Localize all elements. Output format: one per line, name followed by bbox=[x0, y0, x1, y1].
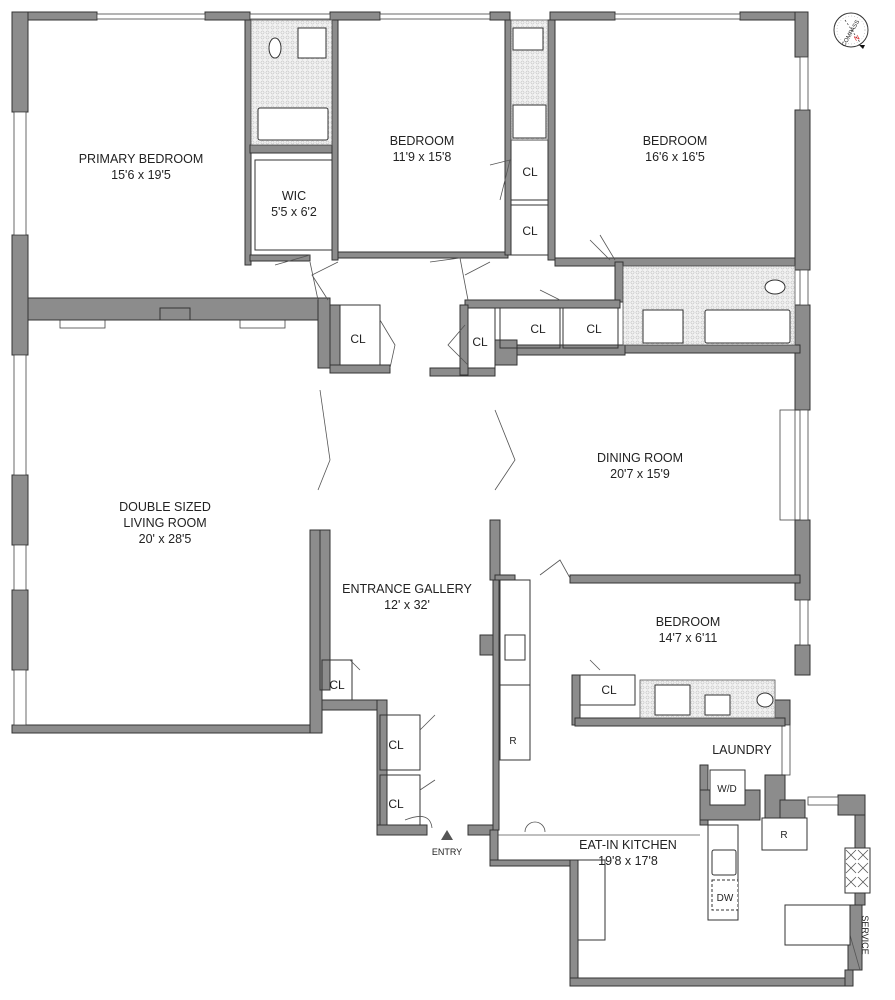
door-swings bbox=[274, 159, 861, 971]
room-kitchen-dims: 19'8 x 17'8 bbox=[598, 854, 658, 868]
compass-north-label: N bbox=[853, 34, 861, 43]
closet-label: CL bbox=[522, 165, 538, 179]
closet-label: CL bbox=[522, 224, 538, 238]
room-laundry-name: LAUNDRY bbox=[712, 743, 772, 757]
room-entrance-gallery-name: ENTRANCE GALLERY bbox=[342, 582, 472, 596]
service-label: SERVICE bbox=[860, 915, 870, 954]
exterior-walls bbox=[11, 11, 866, 987]
closet-label: CL bbox=[388, 797, 404, 811]
room-wic-name: WIC bbox=[282, 189, 306, 203]
room-bedroom-4-dims: 14'7 x 6'11 bbox=[659, 631, 718, 645]
closet-label: CL bbox=[350, 332, 366, 346]
room-primary-bedroom-dims: 15'6 x 19'5 bbox=[111, 168, 171, 182]
refrigerator-label: R bbox=[780, 830, 787, 841]
fixture-labels: CL CL CL CL CL CL CL CL CL CL R R W/D DW… bbox=[329, 165, 870, 955]
room-living-room-name-2: LIVING ROOM bbox=[123, 516, 206, 530]
room-living-room-name-1: DOUBLE SIZED bbox=[119, 500, 211, 514]
room-bedroom-3-name: BEDROOM bbox=[643, 134, 708, 148]
room-bedroom-2-dims: 11'9 x 15'8 bbox=[393, 150, 452, 164]
closet-label: CL bbox=[472, 335, 488, 349]
windows bbox=[13, 13, 839, 806]
room-bedroom-3-dims: 16'6 x 16'5 bbox=[645, 150, 705, 164]
compass-icon: COMPASS N bbox=[833, 12, 869, 49]
room-kitchen-name: EAT-IN KITCHEN bbox=[579, 838, 677, 852]
entry-arrow-icon bbox=[441, 830, 453, 840]
room-entrance-gallery-dims: 12' x 32' bbox=[384, 598, 430, 612]
closet-label: CL bbox=[601, 683, 617, 697]
room-bedroom-4-name: BEDROOM bbox=[656, 615, 721, 629]
closet-label: CL bbox=[586, 322, 602, 336]
refrigerator-label: R bbox=[509, 736, 516, 747]
entry-label: ENTRY bbox=[432, 847, 462, 857]
room-primary-bedroom-name: PRIMARY BEDROOM bbox=[79, 152, 204, 166]
room-living-room-dims: 20' x 28'5 bbox=[139, 532, 192, 546]
closet-label: CL bbox=[388, 738, 404, 752]
room-dining-room-name: DINING ROOM bbox=[597, 451, 683, 465]
closets bbox=[254, 139, 636, 826]
washer-dryer-label: W/D bbox=[717, 784, 736, 795]
room-labels: PRIMARY BEDROOM 15'6 x 19'5 WIC 5'5 x 6'… bbox=[79, 134, 773, 868]
closet-label: CL bbox=[530, 322, 546, 336]
room-wic-dims: 5'5 x 6'2 bbox=[271, 205, 317, 219]
dishwasher-label: DW bbox=[717, 893, 734, 904]
fixtures bbox=[250, 19, 871, 946]
closet-label: CL bbox=[329, 678, 345, 692]
room-bedroom-2-name: BEDROOM bbox=[390, 134, 455, 148]
room-dining-room-dims: 20'7 x 15'9 bbox=[610, 467, 670, 481]
